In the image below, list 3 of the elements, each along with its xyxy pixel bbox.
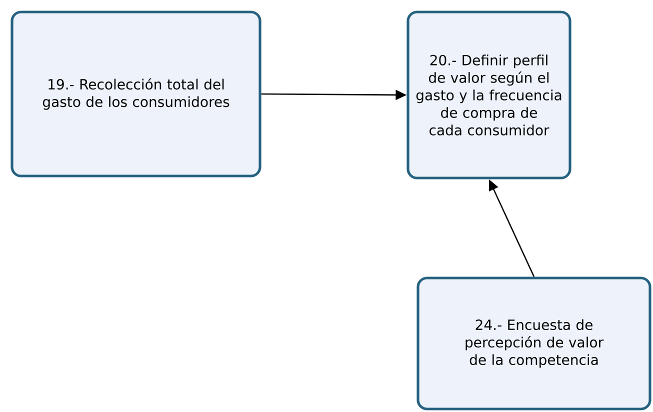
process-box: 20.- Definir perfil de valor según el gasto y la frecuencia de compra de cada consumidor — [406, 10, 572, 180]
process-box: 19.- Recolección total del gasto de los consumidores — [10, 10, 262, 178]
process-box: 24.- Encuesta de percepción de valor de la competencia — [416, 276, 652, 410]
